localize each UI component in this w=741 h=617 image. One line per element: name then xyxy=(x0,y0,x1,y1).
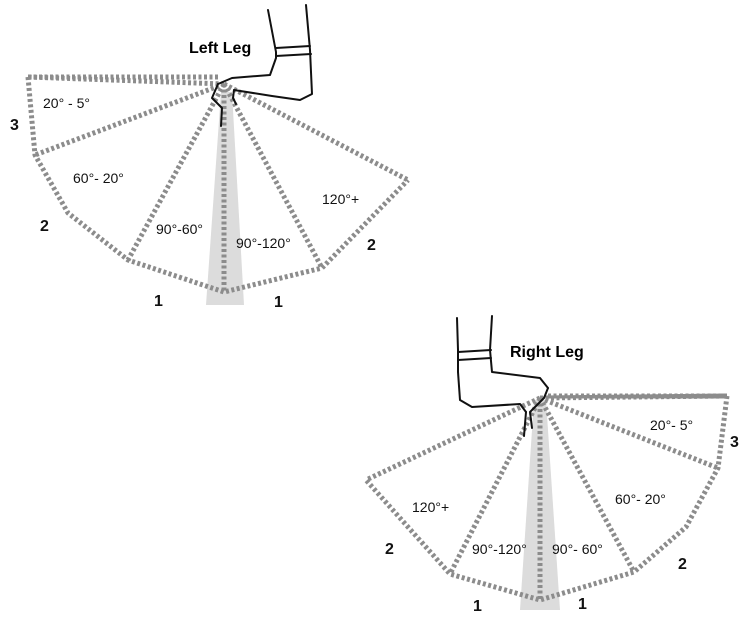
right-zone-3: 3 xyxy=(730,434,739,451)
left-sector-outlines xyxy=(25,74,410,295)
right-sector-arc xyxy=(364,395,730,603)
right-label-20-5: 20°- 5° xyxy=(650,417,693,433)
right-label-60-20: 60°- 20° xyxy=(615,491,666,507)
left-zone-2-left: 2 xyxy=(40,218,49,235)
left-label-60-20: 60°- 20° xyxy=(73,170,124,186)
right-sector-spoke-edge xyxy=(364,395,542,483)
left-leg-group: Left Leg 20° - 5° 60°- 20° 90°-60° 90°-1… xyxy=(10,4,410,311)
left-zone-1-left: 1 xyxy=(154,293,163,310)
right-label-90-120: 90°-120° xyxy=(472,541,527,557)
right-zone-1-left: 1 xyxy=(473,598,482,615)
left-label-90-60: 90°-60° xyxy=(156,221,203,237)
right-leg-drawing xyxy=(456,315,549,437)
left-sector-spoke-20deg xyxy=(34,81,225,158)
left-knee-band xyxy=(275,45,312,57)
left-shin-shading xyxy=(206,92,244,305)
left-sector-arc xyxy=(25,76,410,295)
right-label-90-60: 90°- 60° xyxy=(552,541,603,557)
right-thigh-outline xyxy=(456,317,527,413)
right-label-120: 120°+ xyxy=(412,499,449,515)
left-zone-1-right: 1 xyxy=(274,294,283,311)
right-zone-1-right: 1 xyxy=(578,596,587,613)
left-sector-spoke-edge xyxy=(222,81,410,183)
left-label-20-5: 20° - 5° xyxy=(43,95,90,111)
left-thigh-outline xyxy=(217,9,277,85)
left-label-120: 120°+ xyxy=(322,191,359,207)
left-leg-title: Left Leg xyxy=(189,40,251,57)
right-zone-2-left: 2 xyxy=(385,541,394,558)
right-sector-spoke-20deg xyxy=(539,395,719,471)
right-knee-band xyxy=(457,349,492,361)
right-leg-title: Right Leg xyxy=(510,344,584,361)
left-shin-outline xyxy=(211,83,237,127)
right-shin-outline xyxy=(523,387,549,437)
right-zone-2-right: 2 xyxy=(678,556,687,573)
right-leg-group: Right Leg 20°- 5° 60°- 20° 90°- 60° 90°-… xyxy=(364,315,739,615)
left-sector-spoke-120deg xyxy=(221,82,325,270)
right-sector-spoke-5deg xyxy=(539,393,728,401)
right-thigh-outline-back xyxy=(489,315,549,389)
right-sector-outlines xyxy=(364,393,730,603)
left-leg-drawing xyxy=(211,4,313,127)
left-label-90-120: 90°-120° xyxy=(236,235,291,251)
left-zone-2-right: 2 xyxy=(367,237,376,254)
left-sector-spoke-60deg xyxy=(125,82,227,262)
left-thigh-outline-back xyxy=(233,4,313,101)
left-zone-3: 3 xyxy=(10,117,19,134)
